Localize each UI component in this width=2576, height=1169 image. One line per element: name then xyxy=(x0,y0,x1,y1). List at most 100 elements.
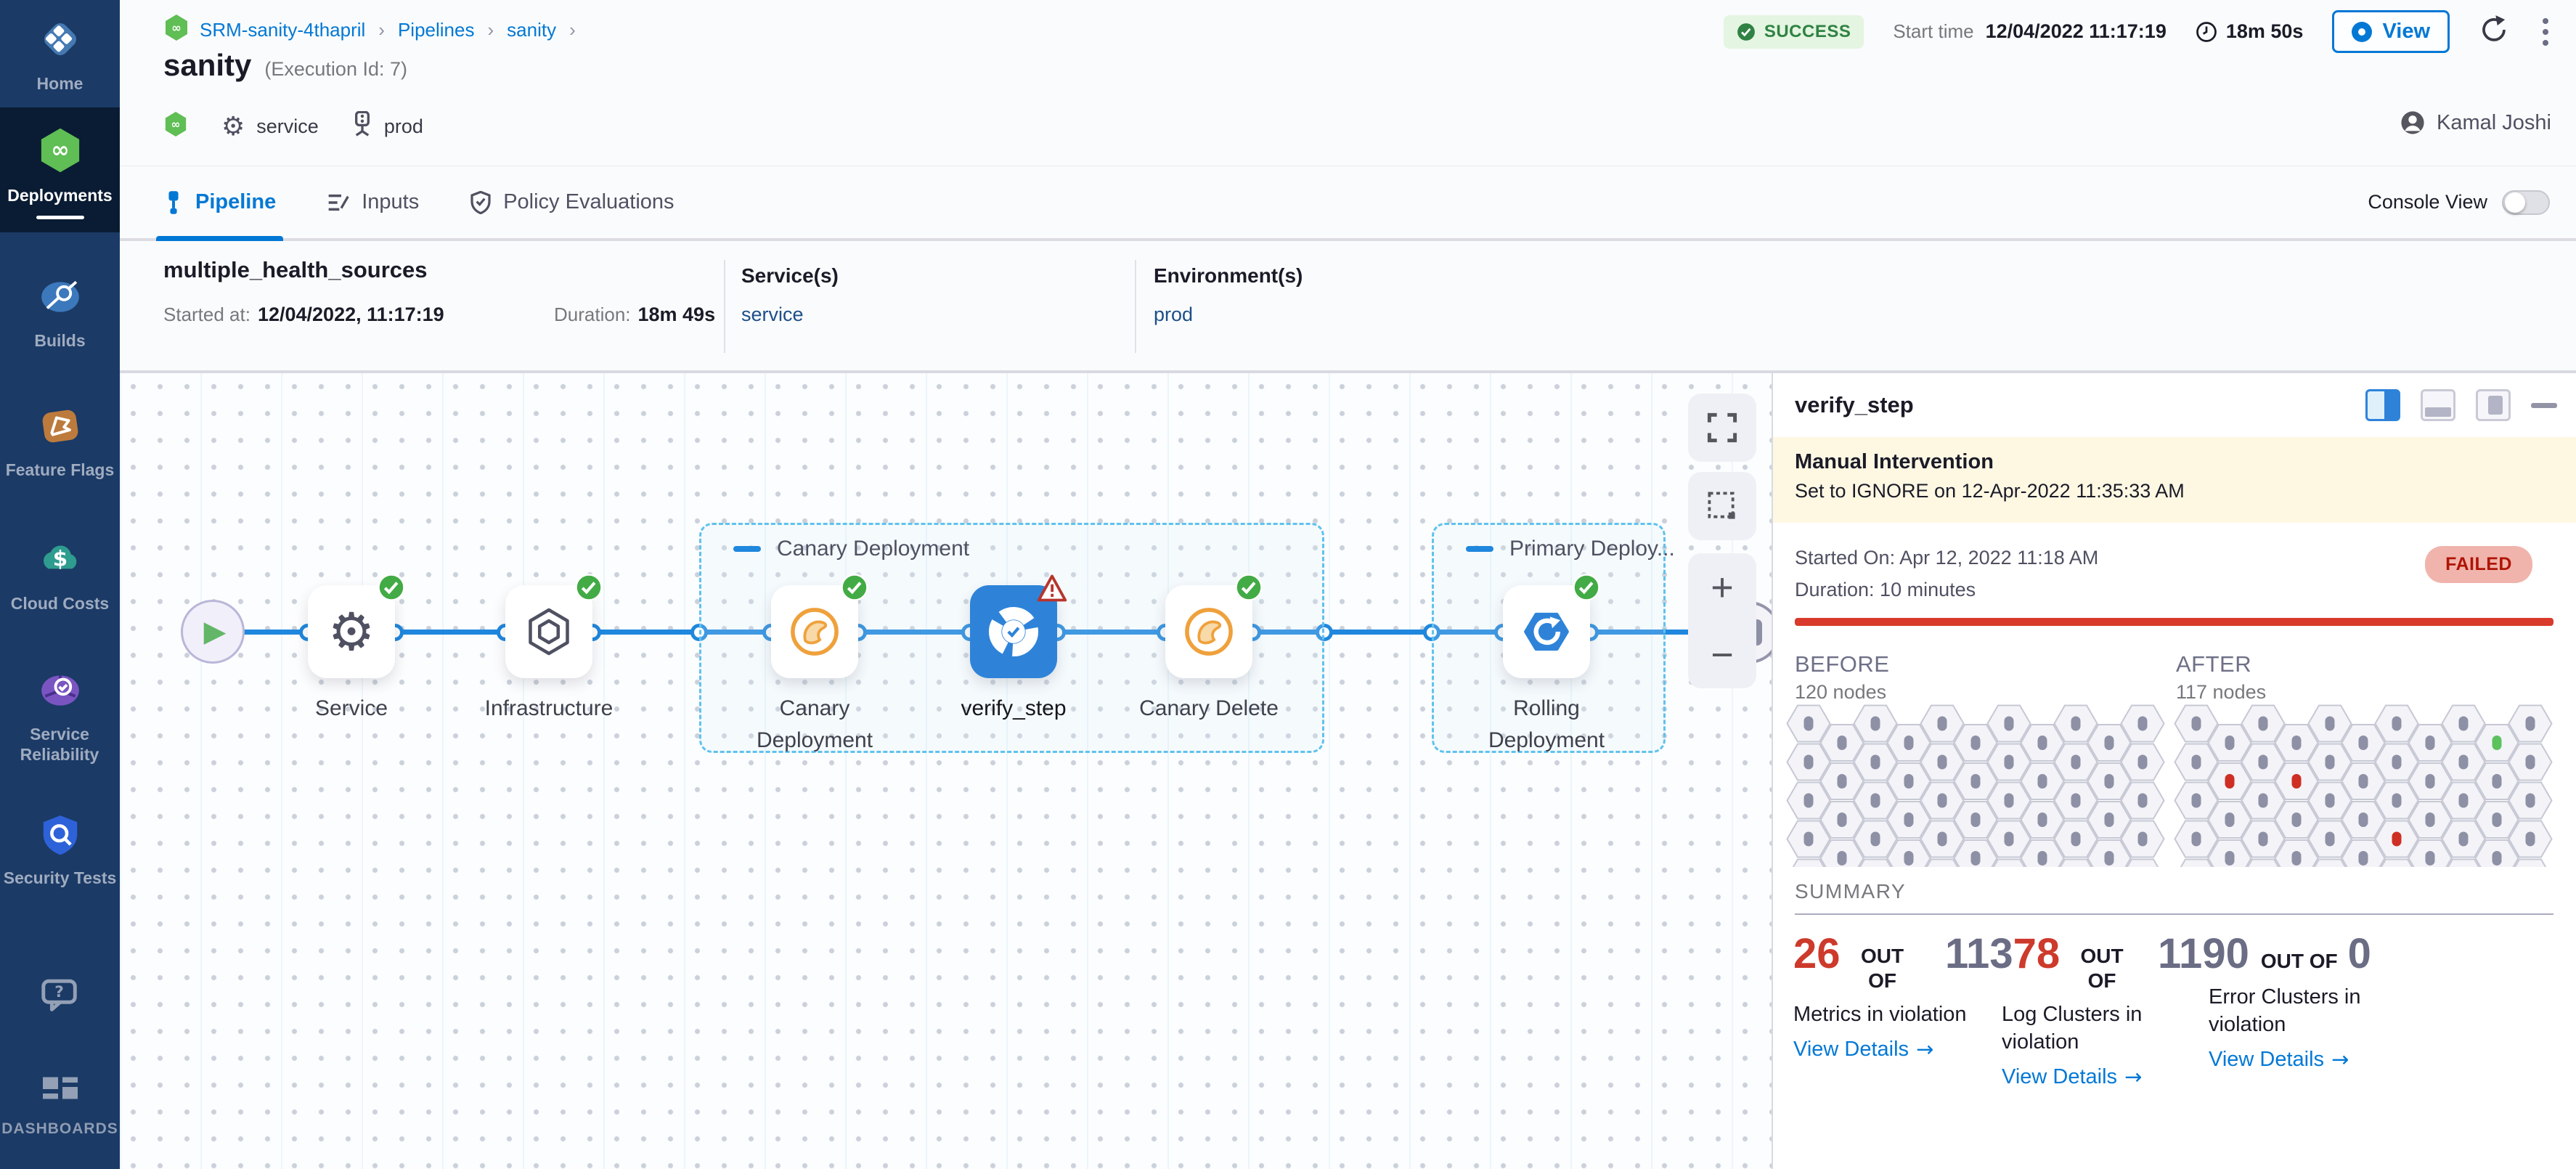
node-hex-cell[interactable] xyxy=(2408,724,2453,762)
breadcrumb-pipelines[interactable]: Pipelines xyxy=(397,19,475,41)
node-hex-cell[interactable] xyxy=(2441,704,2486,743)
node-hex-cell[interactable] xyxy=(2207,801,2252,839)
sidebar-item-security-tests[interactable]: Security Tests xyxy=(0,812,120,888)
service-tag[interactable]: ⚙ service xyxy=(221,111,319,142)
node-hex-cell[interactable] xyxy=(1886,762,1931,800)
node-hex-cell[interactable] xyxy=(2242,858,2285,868)
node-hex-cell[interactable] xyxy=(2374,704,2419,743)
node-hex-cell[interactable] xyxy=(2175,858,2218,868)
node-hex-cell[interactable] xyxy=(2474,839,2519,867)
node-hex-cell[interactable] xyxy=(1853,743,1898,781)
node-canary-deployment[interactable] xyxy=(771,574,868,678)
view-details-link[interactable]: View Details → xyxy=(2002,1064,2143,1089)
node-hex-cell[interactable] xyxy=(2241,704,2286,743)
node-hex-cell[interactable] xyxy=(2174,820,2219,858)
node-infrastructure[interactable] xyxy=(505,574,603,678)
zoom-out-button[interactable]: − xyxy=(1711,632,1734,677)
node-hex-cell[interactable] xyxy=(2341,839,2386,867)
node-hex-cell[interactable] xyxy=(1886,724,1931,762)
fit-to-screen-button[interactable] xyxy=(1688,394,1756,462)
node-hex-cell[interactable] xyxy=(2274,724,2319,762)
node-hex-cell[interactable] xyxy=(1986,743,2031,781)
node-canary-delete[interactable] xyxy=(1165,574,1263,678)
environment-link[interactable]: prod xyxy=(1154,304,1194,325)
tab-inputs[interactable]: Inputs xyxy=(327,166,419,238)
node-hex-cell[interactable] xyxy=(1819,839,1864,867)
node-hex-cell[interactable] xyxy=(2053,743,2098,781)
sidebar-item-service-reliability[interactable]: Service Reliability xyxy=(0,668,120,765)
node-hex-cell[interactable] xyxy=(2055,858,2098,868)
node-hex-cell[interactable] xyxy=(1988,858,2031,868)
node-hex-cell[interactable] xyxy=(2376,858,2418,868)
node-hex-cell[interactable] xyxy=(2408,839,2453,867)
node-rolling-deployment[interactable] xyxy=(1503,574,1600,678)
node-hex-cell[interactable] xyxy=(2307,820,2352,858)
node-hex-cell[interactable] xyxy=(1853,704,1898,743)
view-details-link[interactable]: View Details → xyxy=(2209,1047,2349,1072)
user-chip[interactable]: Kamal Joshi xyxy=(2400,110,2551,135)
node-hex-cell[interactable] xyxy=(1920,743,1965,781)
node-hex-cell[interactable] xyxy=(1921,858,1964,868)
node-hex-cell[interactable] xyxy=(2174,704,2219,743)
node-hex-cell[interactable] xyxy=(2241,820,2286,858)
node-verify-step[interactable] xyxy=(970,574,1067,678)
node-hex-cell[interactable] xyxy=(1786,781,1831,820)
node-hex-cell[interactable] xyxy=(2274,762,2319,800)
node-hex-cell[interactable] xyxy=(2121,858,2164,868)
sidebar-item-deployments[interactable]: ∞ Deployments xyxy=(0,107,120,232)
node-hex-cell[interactable] xyxy=(2307,781,2352,820)
node-hex-cell[interactable] xyxy=(2442,858,2485,868)
node-hex-cell[interactable] xyxy=(2120,743,2165,781)
node-hex-cell[interactable] xyxy=(1788,858,1830,868)
node-hex-cell[interactable] xyxy=(1786,743,1831,781)
node-hex-cell[interactable] xyxy=(1853,781,1898,820)
node-hex-cell[interactable] xyxy=(2408,762,2453,800)
node-hex-cell[interactable] xyxy=(1886,839,1931,867)
node-hex-cell[interactable] xyxy=(2474,801,2519,839)
node-hex-cell[interactable] xyxy=(1986,781,2031,820)
node-hex-cell[interactable] xyxy=(1953,801,1998,839)
view-details-link[interactable]: View Details → xyxy=(1793,1037,1934,1062)
layout-float-icon[interactable] xyxy=(2476,389,2511,421)
node-hex-cell[interactable] xyxy=(2020,839,2065,867)
node-hex-cell[interactable] xyxy=(2274,801,2319,839)
zoom-in-button[interactable]: + xyxy=(1711,565,1734,609)
node-hex-cell[interactable] xyxy=(2087,839,2132,867)
node-hex-cell[interactable] xyxy=(1853,820,1898,858)
node-hex-cell[interactable] xyxy=(2374,820,2419,858)
node-hex-cell[interactable] xyxy=(2474,762,2519,800)
node-hex-cell[interactable] xyxy=(1819,801,1864,839)
node-hex-cell[interactable] xyxy=(2120,781,2165,820)
sidebar-item-dashboards[interactable]: DASHBOARDS xyxy=(0,1075,120,1139)
breadcrumb-pipeline-name[interactable]: sanity xyxy=(507,19,557,41)
environment-tag[interactable]: prod xyxy=(352,110,423,142)
node-hex-cell[interactable] xyxy=(2309,858,2352,868)
node-hex-cell[interactable] xyxy=(2207,724,2252,762)
node-hex-cell[interactable] xyxy=(2341,801,2386,839)
node-hex-cell[interactable] xyxy=(2508,820,2553,858)
node-hex-cell[interactable] xyxy=(1953,724,1998,762)
node-hex-cell[interactable] xyxy=(2241,781,2286,820)
node-hex-cell[interactable] xyxy=(2474,724,2519,762)
view-button[interactable]: View xyxy=(2332,10,2450,53)
node-hex-cell[interactable] xyxy=(2441,781,2486,820)
node-hex-cell[interactable] xyxy=(2020,724,2065,762)
node-hex-cell[interactable] xyxy=(2241,743,2286,781)
node-hex-cell[interactable] xyxy=(2053,820,2098,858)
node-hex-cell[interactable] xyxy=(2508,743,2553,781)
node-hex-cell[interactable] xyxy=(1786,704,1831,743)
node-hex-cell[interactable] xyxy=(2441,820,2486,858)
node-hex-cell[interactable] xyxy=(2207,762,2252,800)
tab-policy-evaluations[interactable]: Policy Evaluations xyxy=(470,166,674,238)
node-hex-cell[interactable] xyxy=(1819,762,1864,800)
node-hex-cell[interactable] xyxy=(2053,781,2098,820)
node-hex-cell[interactable] xyxy=(1886,801,1931,839)
layout-split-right-icon[interactable] xyxy=(2365,389,2400,421)
layout-split-bottom-icon[interactable] xyxy=(2421,389,2455,421)
node-hex-cell[interactable] xyxy=(2174,781,2219,820)
node-hex-cell[interactable] xyxy=(1819,724,1864,762)
pipeline-graph-canvas[interactable]: Canary Deployment Primary Deploy... ▶ ⚙ xyxy=(120,373,1772,1169)
node-hex-cell[interactable] xyxy=(1986,704,2031,743)
node-hex-cell[interactable] xyxy=(1920,781,1965,820)
node-hex-cell[interactable] xyxy=(2087,801,2132,839)
